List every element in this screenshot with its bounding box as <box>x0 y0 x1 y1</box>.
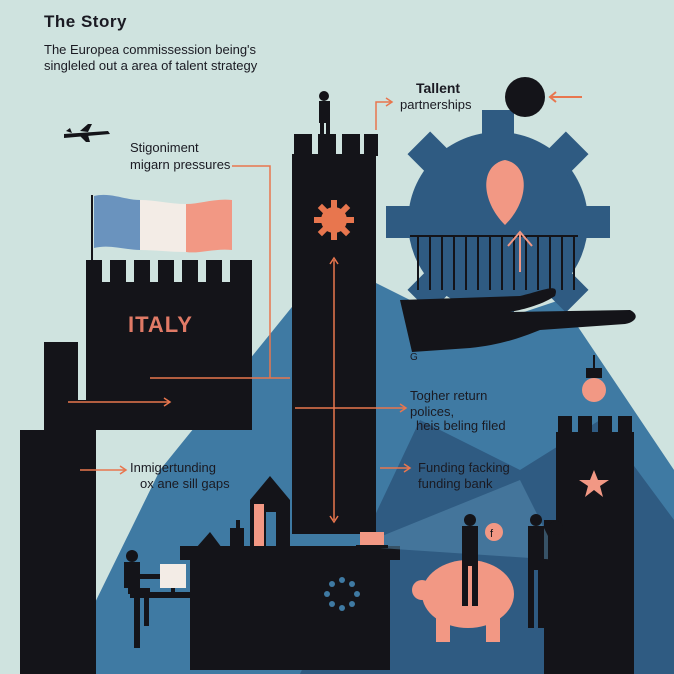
center-buildings <box>196 476 290 548</box>
hand-icon <box>400 288 636 352</box>
lightbulb-icon <box>582 355 606 402</box>
dark-circle-icon <box>505 77 545 117</box>
right-tower <box>544 416 634 674</box>
tougher-label-1: Togher return <box>410 388 488 403</box>
talent-label: Tallent <box>416 80 461 96</box>
star-icon <box>579 470 609 497</box>
up-arrow-icon <box>507 230 533 272</box>
svg-text:f: f <box>490 528 494 540</box>
location-pin-icon <box>486 160 524 225</box>
central-tower <box>292 134 378 534</box>
fence <box>410 235 578 290</box>
subtitle-line-2: singleled out a area of talent strategy <box>44 58 258 73</box>
airplane-icon <box>64 124 110 142</box>
flag <box>91 194 232 262</box>
eu-stars-icon <box>324 577 360 611</box>
sun-gear-icon <box>314 200 354 240</box>
underfunding-label-1: Inmigertunding <box>130 460 216 475</box>
monitor <box>160 564 186 594</box>
coin-icon: f <box>485 523 503 541</box>
laptop-icon <box>356 532 388 548</box>
small-g-label: G <box>410 352 418 363</box>
migration-label: migarn pressures <box>130 157 231 172</box>
stigoniment-label: Stigoniment <box>130 140 199 155</box>
left-buildings <box>20 342 96 674</box>
tougher-label-2: polices, <box>410 404 455 419</box>
tougher-label-3: heis beling filed <box>416 418 506 433</box>
seated-person <box>124 550 162 626</box>
italy-castle <box>86 260 252 430</box>
arrow-left-icon <box>548 91 582 103</box>
connector-lines <box>68 97 412 524</box>
underfunding-label-2: ox ane sill gaps <box>140 476 230 491</box>
funding-label-2: funding bank <box>418 476 493 491</box>
subtitle-line-1: The Europea commissession being's <box>44 42 257 57</box>
person-icon <box>319 91 330 136</box>
title: The Story <box>44 12 127 31</box>
italy-label: ITALY <box>128 312 193 337</box>
standing-people <box>462 514 566 655</box>
desk <box>130 546 400 670</box>
partnerships-label: partnerships <box>400 97 472 112</box>
funding-label-1: Funding facking <box>418 460 510 475</box>
